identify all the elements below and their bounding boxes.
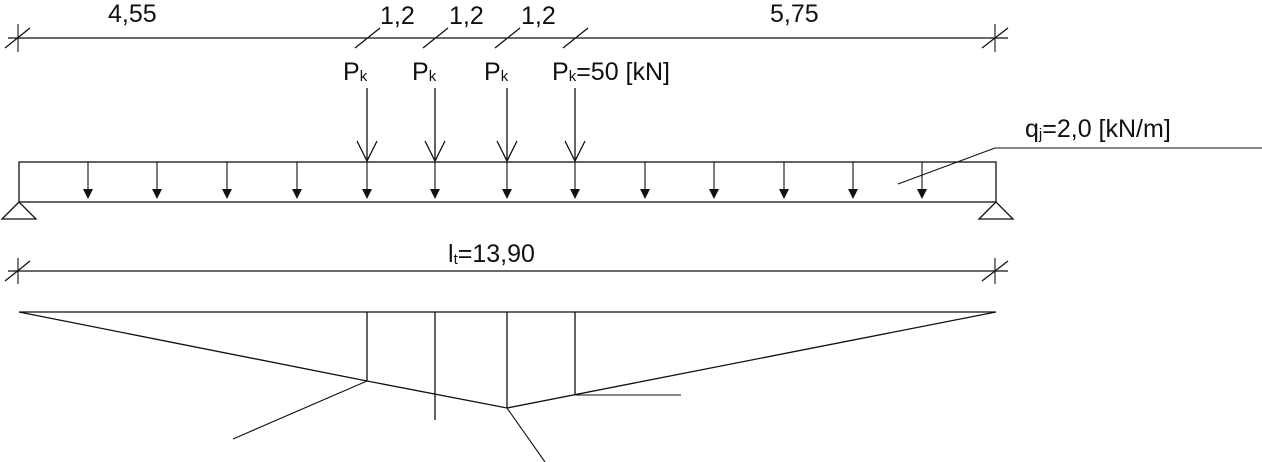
udl-arrow	[779, 162, 789, 199]
udl-arrow	[709, 162, 719, 199]
point-load-4-label: Pk=50 [kN]	[552, 58, 670, 86]
distributed-load	[18, 161, 997, 203]
distributed-load-leader	[897, 147, 1262, 185]
udl-arrow	[570, 162, 580, 199]
udl-arrow	[917, 162, 927, 199]
point-load-3-label: Pk	[484, 58, 509, 86]
distributed-load-label: qj=2,0 [kN/m]	[1025, 115, 1171, 143]
udl-arrow	[222, 162, 232, 199]
roller-support-right	[977, 201, 1015, 220]
pinned-support-left	[0, 201, 38, 220]
point-load-2-label: Pk	[412, 58, 437, 86]
point-load-arrow	[496, 88, 518, 163]
influence-line-diagram	[18, 311, 997, 462]
ordinate-1-leader	[232, 380, 368, 440]
udl-arrow	[502, 162, 512, 199]
point-load-arrow	[356, 88, 378, 163]
point-load-arrow	[564, 88, 586, 163]
udl-arrow	[430, 162, 440, 199]
dim-gap3-label: 1,2	[521, 2, 556, 30]
udl-arrow	[292, 162, 302, 199]
point-load-labels: Pk Pk Pk Pk=50 [kN]	[343, 58, 670, 86]
dim-gap1-label: 1,2	[380, 2, 415, 30]
dim-right-label: 5,75	[770, 0, 819, 28]
diagram-outline	[18, 311, 997, 409]
top-dimension-line	[4, 24, 1009, 52]
span-dimension-line	[4, 258, 1009, 284]
dim-gap2-label: 1,2	[449, 2, 484, 30]
udl-arrow	[848, 162, 858, 199]
point-load-arrows	[356, 88, 586, 163]
udl-arrow	[640, 162, 650, 199]
dim-left-label: 4,55	[108, 0, 157, 28]
point-load-1-label: Pk	[343, 58, 368, 86]
point-load-arrow	[424, 88, 446, 163]
distributed-load-arrows	[83, 162, 927, 199]
span-label: lt=13,90	[448, 240, 535, 268]
top-dimension-labels: 4,55 1,2 1,2 1,2 5,75	[108, 0, 819, 30]
udl-arrow	[152, 162, 162, 199]
udl-arrow	[83, 162, 93, 199]
ordinate-3-leader	[506, 407, 546, 462]
udl-arrow	[362, 162, 372, 199]
